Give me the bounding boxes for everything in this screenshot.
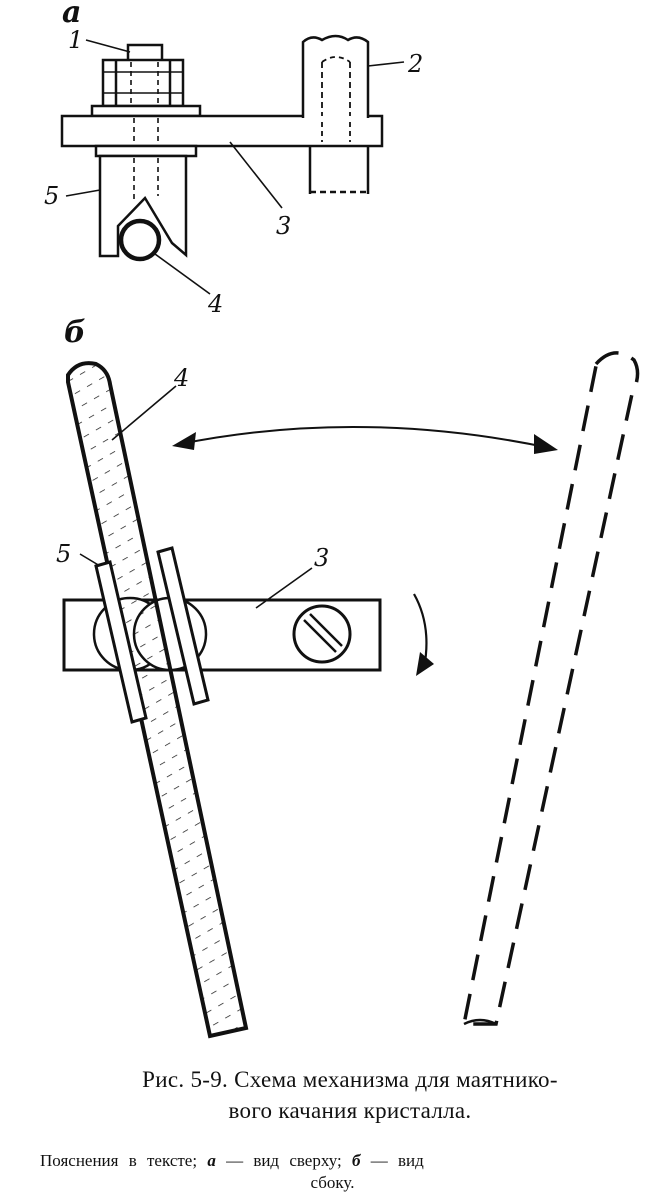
mechanism-diagram: а 1 2 3 4 5 б 4 5 3 [44,0,640,1039]
leader-side-5 [79,553,101,567]
top-view [60,34,405,295]
caption-note: Пояснения в тексте; а — вид сверху; б — … [40,1150,665,1194]
label-side-5: 5 [56,540,71,568]
caption-note-line-1: Пояснения в тексте; а — вид сверху; б — … [40,1150,665,1172]
label-top-5: 5 [44,182,59,210]
panel-label-a: а [62,0,81,30]
caption-note-line-2: сбоку. [310,1173,355,1192]
crystal-rod-4 [118,218,162,262]
label-top-3: 3 [276,212,291,240]
leader-3 [229,141,283,209]
bolt-stub [126,43,164,63]
caption-line-2: вого качания кристалла. [228,1098,472,1123]
clamp-bar-front [156,546,210,706]
label-top-2: 2 [407,50,423,78]
note-b-letter: б [351,1151,361,1170]
holder-5 [98,154,188,258]
clamp-bar-5 [94,560,148,724]
washer [90,104,202,118]
leader-5 [65,189,101,197]
note-b-text: — вид [370,1151,424,1170]
crystal-plate-4 [66,361,249,1039]
caption-line-1: Рис. 5-9. Схема механизма для маятнико- [142,1067,558,1092]
crystal-swung-position [461,351,640,1026]
note-a-letter: а [207,1151,216,1170]
leader-4 [154,253,211,295]
side-view [62,351,640,1039]
label-side-3: 3 [314,544,329,572]
note-prefix: Пояснения в тексте; [40,1151,198,1170]
shaft-2 [301,34,370,118]
swing-arrow [179,425,551,449]
arm-3 [60,114,384,148]
label-top-1: 1 [68,26,83,54]
leader-side-4 [111,385,177,441]
leader-1 [85,39,131,53]
label-side-4: 4 [173,364,189,392]
label-top-4: 4 [207,290,223,318]
screw [292,604,352,664]
leader-side-3 [255,567,313,609]
figure-caption: Рис. 5-9. Схема механизма для маятнико- … [40,1064,660,1126]
leader-2 [367,61,405,67]
panel-label-b: б [64,315,86,350]
lower-washer [94,144,198,158]
note-a-text: — вид сверху; [226,1151,342,1170]
